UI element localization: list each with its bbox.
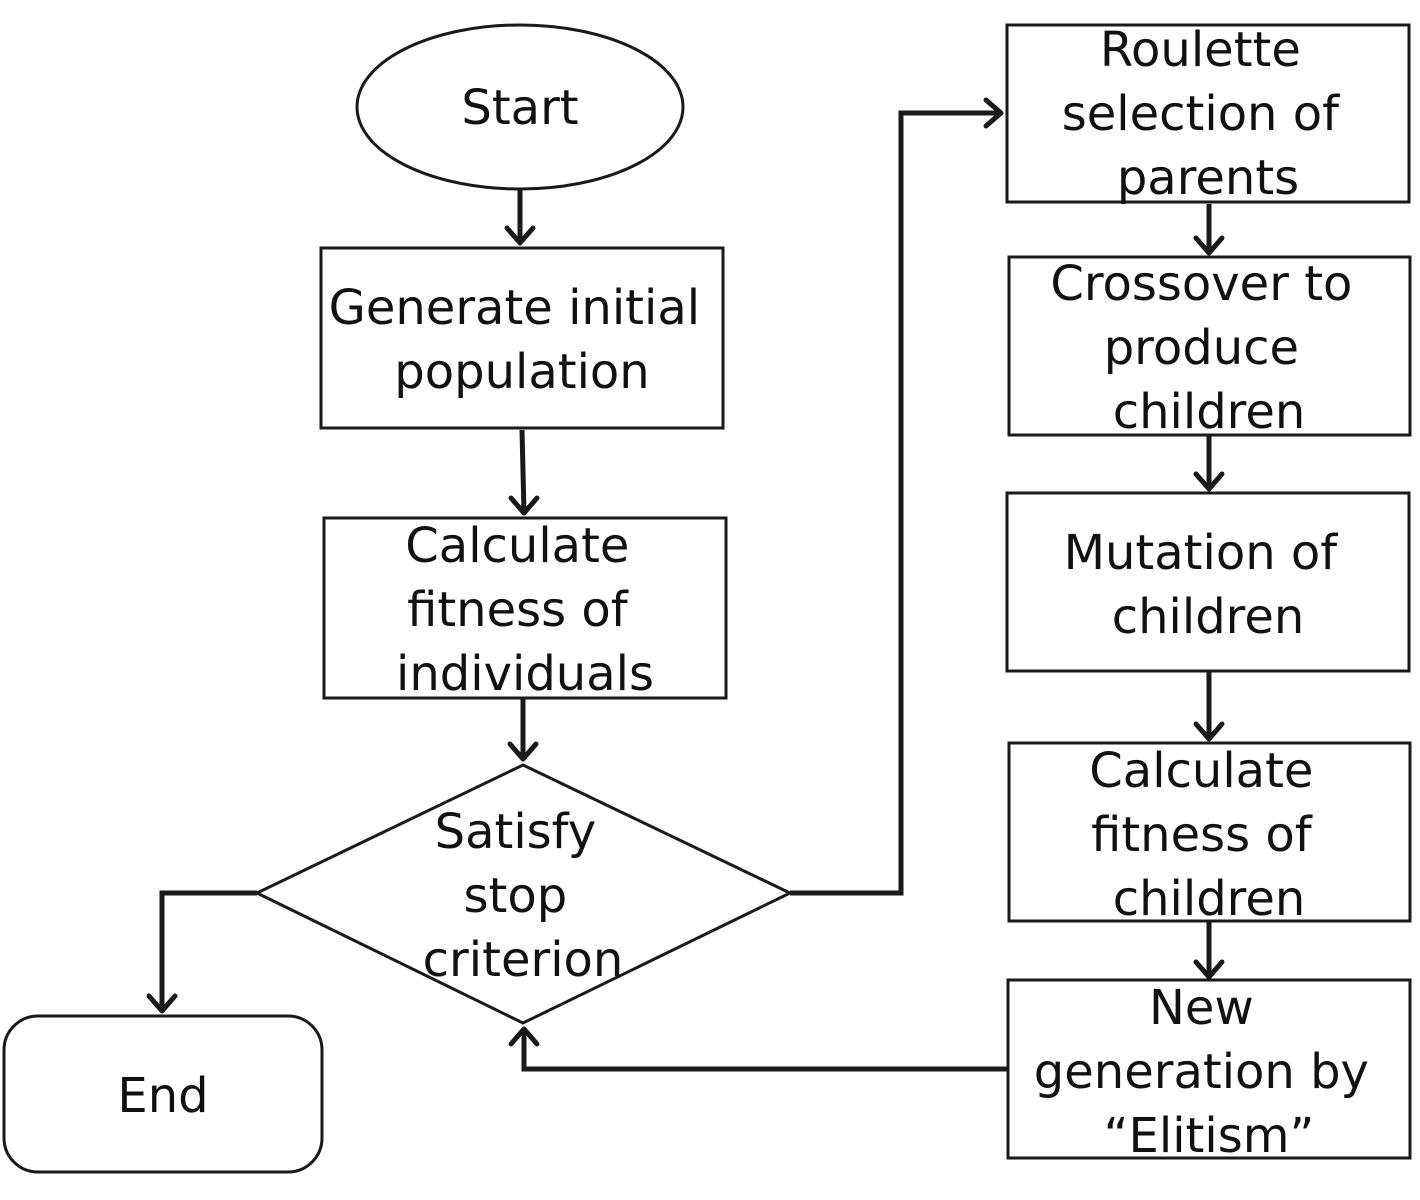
node-start-label: Start bbox=[461, 80, 578, 136]
arrow-new-generation-to-decision bbox=[508, 1026, 1008, 1072]
node-decision-stop-criterion: Satisfy stop criterion bbox=[253, 763, 794, 1025]
arrow-calc-individuals-to-decision bbox=[507, 698, 539, 762]
node-generate-population: Generate initial population bbox=[319, 246, 725, 430]
arrow-decision-to-roulette bbox=[790, 97, 1004, 896]
node-end: End bbox=[2, 1014, 324, 1174]
node-crossover-label: Crossover to produce children bbox=[1050, 256, 1367, 440]
node-mutation: Mutation of children bbox=[1005, 491, 1411, 673]
node-calc-fitness-children: Calculate fitness of children bbox=[1007, 741, 1412, 927]
node-crossover: Crossover to produce children bbox=[1007, 255, 1412, 440]
node-start: Start bbox=[355, 23, 685, 191]
node-calc-fitness-individuals-label: Calculate fitness of individuals bbox=[396, 518, 654, 702]
arrow-decision-to-end bbox=[146, 890, 257, 1014]
node-roulette-selection: Roulette selection of parents bbox=[1005, 22, 1411, 206]
node-roulette-selection-label: Roulette selection of parents bbox=[1062, 22, 1355, 206]
node-mutation-label: Mutation of children bbox=[1064, 525, 1353, 645]
arrow-mutation-to-calc-children bbox=[1193, 672, 1225, 742]
arrow-roulette-to-crossover bbox=[1193, 204, 1225, 256]
arrow-calc-children-to-new-generation bbox=[1193, 922, 1225, 980]
node-new-generation-label: New generation by “Elitism” bbox=[1034, 980, 1384, 1164]
node-end-label: End bbox=[117, 1068, 208, 1124]
arrow-crossover-to-mutation bbox=[1193, 436, 1225, 492]
node-decision-stop-criterion-label: Satisfy stop criterion bbox=[423, 804, 624, 988]
arrow-generate-to-calc-individuals bbox=[508, 429, 540, 516]
node-generate-population-label: Generate initial population bbox=[329, 280, 716, 400]
node-calc-fitness-children-label: Calculate fitness of children bbox=[1089, 743, 1328, 927]
arrow-start-to-generate bbox=[504, 190, 536, 246]
connectors bbox=[146, 97, 1225, 1072]
node-new-generation: New generation by “Elitism” bbox=[1006, 978, 1412, 1164]
node-calc-fitness-individuals: Calculate fitness of individuals bbox=[322, 516, 728, 702]
